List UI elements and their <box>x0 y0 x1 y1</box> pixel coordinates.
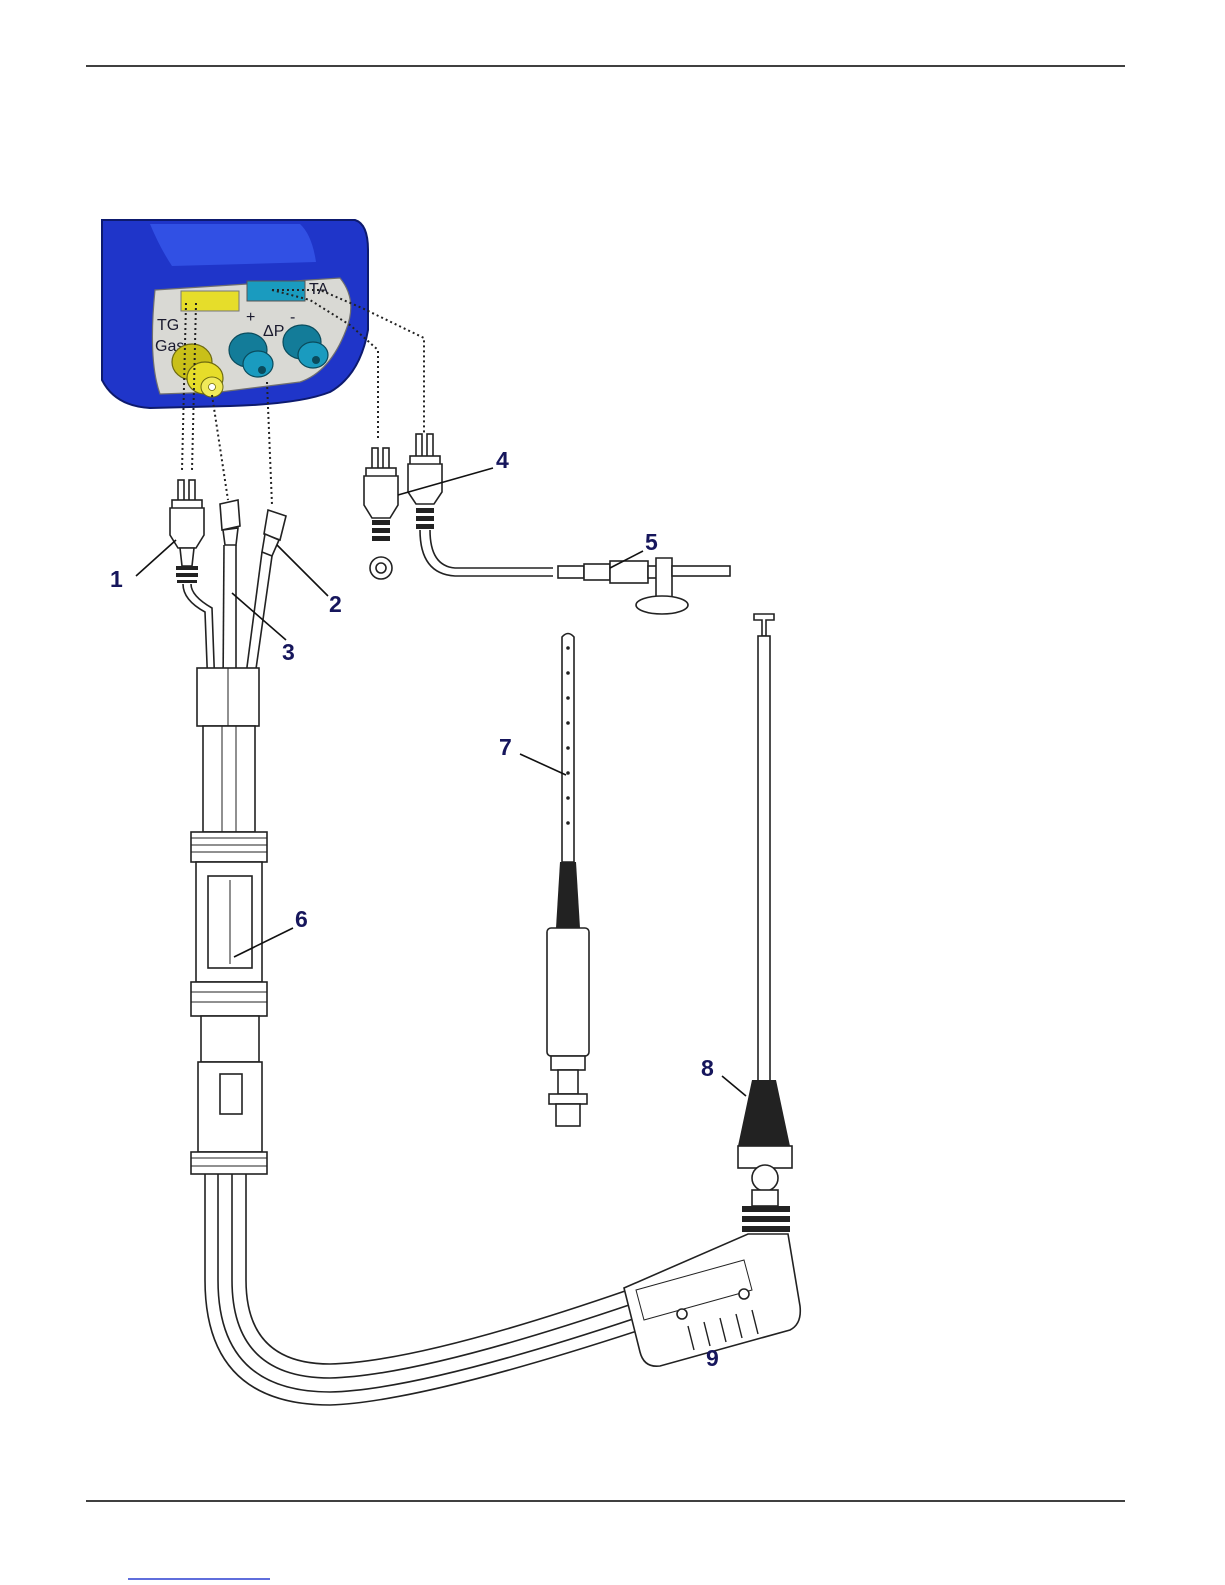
straight-probe <box>547 634 589 1127</box>
callout-4: 4 <box>496 447 509 473</box>
telescopic-probe <box>624 614 800 1366</box>
callout-3: 3 <box>282 639 295 665</box>
ambient-air-probe <box>558 558 730 614</box>
callout-1: 1 <box>110 566 123 592</box>
dp-minus-label: - <box>290 309 295 326</box>
dp-label: ΔP <box>263 323 284 340</box>
callout-7: 7 <box>499 734 512 760</box>
device-top-face <box>150 224 316 266</box>
analyzer-device: TG Gas TA + ΔP - <box>102 220 368 408</box>
ambient-temperature-plugs <box>364 434 553 579</box>
tg-socket <box>181 291 239 311</box>
dp-plus-label: + <box>246 309 255 326</box>
callout-9: 9 <box>706 1345 719 1371</box>
pressure-hoses <box>220 500 286 690</box>
callout-8: 8 <box>701 1055 714 1081</box>
probe-swivel <box>738 1146 792 1232</box>
tg-label: TG <box>157 317 179 334</box>
callout-6: 6 <box>295 906 308 932</box>
callout-2: 2 <box>329 591 342 617</box>
callout-5: 5 <box>645 529 658 555</box>
ta-socket <box>247 281 305 301</box>
flue-gas-thermocouple-plug <box>170 480 215 690</box>
